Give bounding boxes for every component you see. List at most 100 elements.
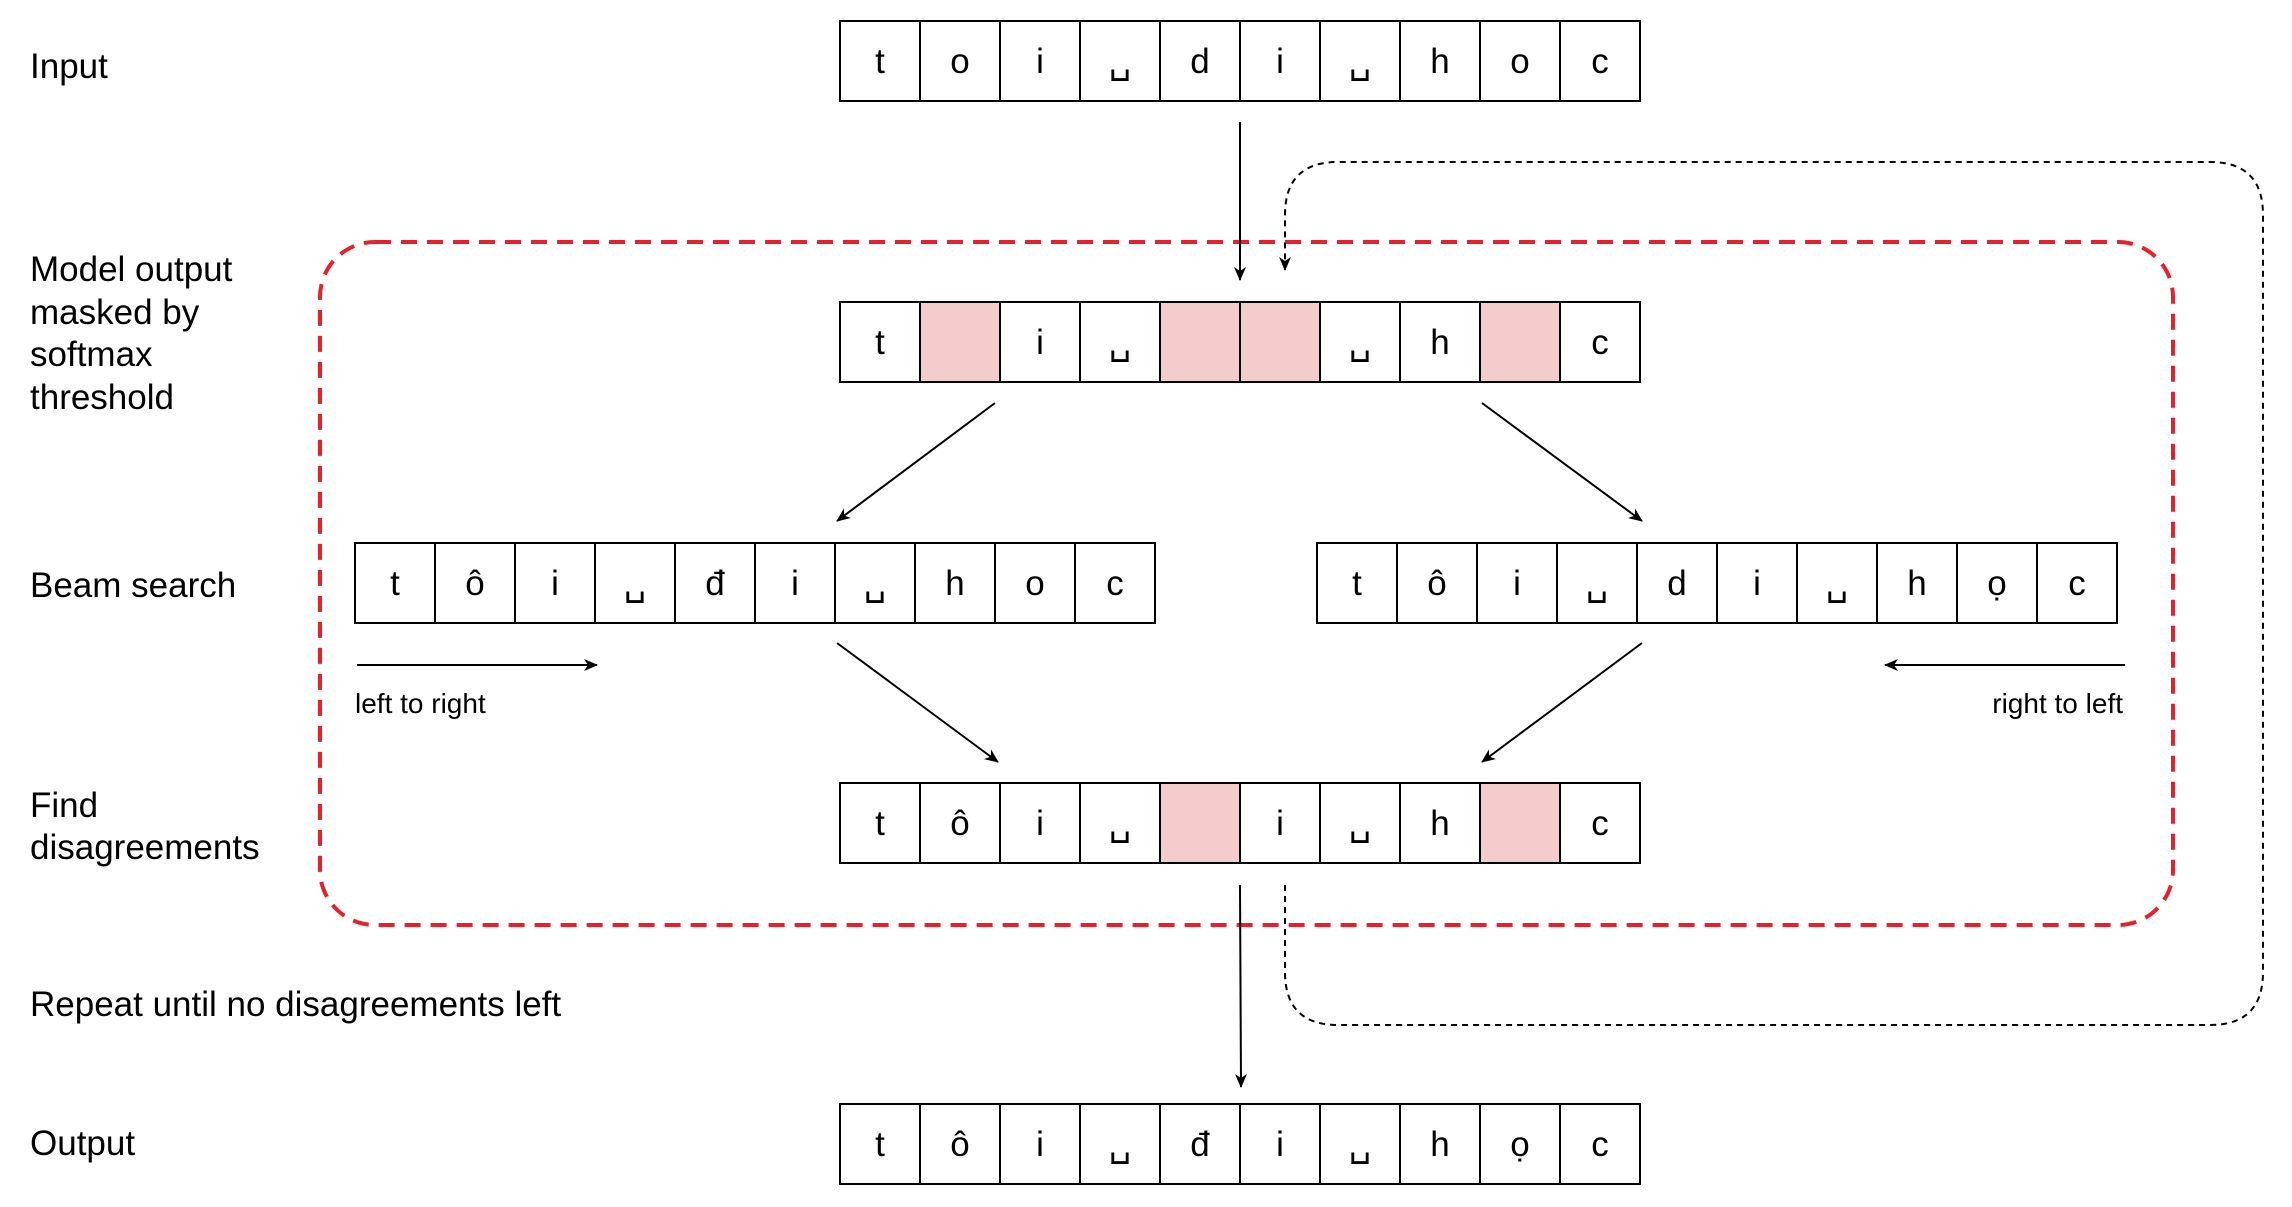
model-output-cell-box bbox=[1319, 301, 1401, 383]
output-cell-char: i bbox=[1276, 1125, 1284, 1164]
model-to-ltr-arrow bbox=[836, 402, 996, 522]
output-cell-box bbox=[1079, 1103, 1161, 1185]
beam-ltr-cell-box bbox=[834, 542, 916, 624]
beam-ltr-cell-char: t bbox=[390, 564, 400, 603]
input-cell-box bbox=[1479, 20, 1561, 102]
output-cell-char: ␣ bbox=[1109, 1125, 1131, 1164]
beam-rtl-cell-char: i bbox=[1753, 564, 1761, 603]
beam-ltr-cell-char: i bbox=[791, 564, 799, 603]
input-cell-char: t bbox=[875, 42, 885, 81]
beam-rtl-cell-char: t bbox=[1352, 564, 1362, 603]
right-to-left-label: right to left bbox=[1992, 688, 2123, 719]
model-output-cell-masked-box bbox=[919, 301, 1001, 383]
beam-rtl-cell-box bbox=[1476, 542, 1558, 624]
beam-rtl-cell-char: ␣ bbox=[1826, 564, 1848, 603]
beam-rtl-cell-box bbox=[2036, 542, 2118, 624]
input-cell-char: i bbox=[1276, 42, 1284, 81]
model-output-cell-char: ␣ bbox=[1109, 323, 1131, 362]
beam-rtl-cell-box bbox=[1876, 542, 1958, 624]
model-output-label: Model output masked by softmax threshold bbox=[30, 250, 242, 417]
output-cell-char: t bbox=[875, 1125, 885, 1164]
model-output-cell-char: h bbox=[1430, 323, 1449, 362]
beam-ltr-cell-char: đ bbox=[705, 564, 725, 603]
beam-ltr-cell-char: i bbox=[551, 564, 559, 603]
output-cell-char: h bbox=[1430, 1125, 1449, 1164]
model-output-cell-char: t bbox=[875, 323, 885, 362]
beam-ltr-cell-box bbox=[354, 542, 436, 624]
disagreement-cell-char: h bbox=[1430, 804, 1449, 843]
beam-ltr-cell-char: c bbox=[1106, 564, 1124, 603]
beam-ltr-cell-box bbox=[1074, 542, 1156, 624]
beam-search-label: Beam search bbox=[30, 566, 236, 605]
repeat-label: Repeat until no disagreements left bbox=[30, 985, 561, 1024]
beam-ltr-cell-char: ô bbox=[465, 564, 484, 603]
ltr-to-disagreements-arrow bbox=[836, 642, 999, 763]
input-cell-box bbox=[919, 20, 1001, 102]
input-cell-box bbox=[839, 20, 921, 102]
disagreement-cell-char: ␣ bbox=[1349, 804, 1371, 843]
model-output-cell-char: c bbox=[1591, 323, 1609, 362]
model-output-cell-masked-box bbox=[1479, 301, 1561, 383]
beam-rtl-cell-char: ọ bbox=[1987, 564, 2006, 603]
disagreement-cell-box bbox=[1559, 782, 1641, 864]
beam-ltr-cell-box bbox=[994, 542, 1076, 624]
beam-rtl-cell-char: ô bbox=[1427, 564, 1446, 603]
model-output-cell-masked-box bbox=[1159, 301, 1241, 383]
input-cell-char: h bbox=[1430, 42, 1449, 81]
model-output-cell-box bbox=[1559, 301, 1641, 383]
output-label: Output bbox=[30, 1124, 135, 1163]
beam-ltr-cell-char: ␣ bbox=[864, 564, 886, 603]
beam-rtl-cell-char: h bbox=[1907, 564, 1926, 603]
beam-rtl-cell-char: i bbox=[1513, 564, 1521, 603]
find-disagreements-label: Find disagreements bbox=[30, 786, 260, 867]
beam-ltr-cell-box bbox=[754, 542, 836, 624]
disagreement-cell-box bbox=[999, 782, 1081, 864]
beam-ltr-cell-box bbox=[514, 542, 596, 624]
input-cell-char: i bbox=[1036, 42, 1044, 81]
input-cell-char: c bbox=[1591, 42, 1609, 81]
model-output-cell-char: i bbox=[1036, 323, 1044, 362]
input-cell-box bbox=[1559, 20, 1641, 102]
repeat-feedback-loop bbox=[1279, 161, 2264, 1026]
beam-rtl-cell-char: d bbox=[1667, 564, 1686, 603]
output-cell-box bbox=[919, 1103, 1001, 1185]
disagreement-cell-char: t bbox=[875, 804, 885, 843]
disagreement-cell-box bbox=[839, 782, 921, 864]
model-output-cell-box bbox=[1079, 301, 1161, 383]
beam-rtl-cell-box bbox=[1956, 542, 2038, 624]
model-to-rtl-arrow bbox=[1481, 402, 1643, 522]
model-output-cell-box bbox=[1399, 301, 1481, 383]
output-cell-box bbox=[1399, 1103, 1481, 1185]
output-cell-char: c bbox=[1591, 1125, 1609, 1164]
beam-rtl-cell-box bbox=[1796, 542, 1878, 624]
beam-ltr-cell-char: ␣ bbox=[624, 564, 646, 603]
model-output-cell-masked-box bbox=[1239, 301, 1321, 383]
input-cell-char: ␣ bbox=[1349, 42, 1371, 81]
beam-rtl-cell-char: ␣ bbox=[1586, 564, 1608, 603]
disagreement-cell-char: i bbox=[1036, 804, 1044, 843]
output-cell-box bbox=[1319, 1103, 1401, 1185]
output-cell-box bbox=[999, 1103, 1081, 1185]
beam-ltr-cell-char: o bbox=[1025, 564, 1044, 603]
disagreement-cell-char: ô bbox=[950, 804, 969, 843]
refinement-loop-region bbox=[318, 240, 2175, 927]
beam-rtl-cell-box bbox=[1716, 542, 1798, 624]
input-label: Input bbox=[30, 47, 108, 86]
input-cell-box bbox=[1399, 20, 1481, 102]
output-cell-box bbox=[1239, 1103, 1321, 1185]
disagreement-cell-masked-box bbox=[1159, 782, 1241, 864]
disagreement-cell-char: c bbox=[1591, 804, 1609, 843]
beam-rtl-cell-box bbox=[1636, 542, 1718, 624]
input-cell-char: ␣ bbox=[1109, 42, 1131, 81]
output-cell-char: ô bbox=[950, 1125, 969, 1164]
input-cell-char: o bbox=[1510, 42, 1529, 81]
beam-rtl-cell-box bbox=[1316, 542, 1398, 624]
output-cell-char: đ bbox=[1190, 1125, 1210, 1164]
disagreement-cell-masked-box bbox=[1479, 782, 1561, 864]
